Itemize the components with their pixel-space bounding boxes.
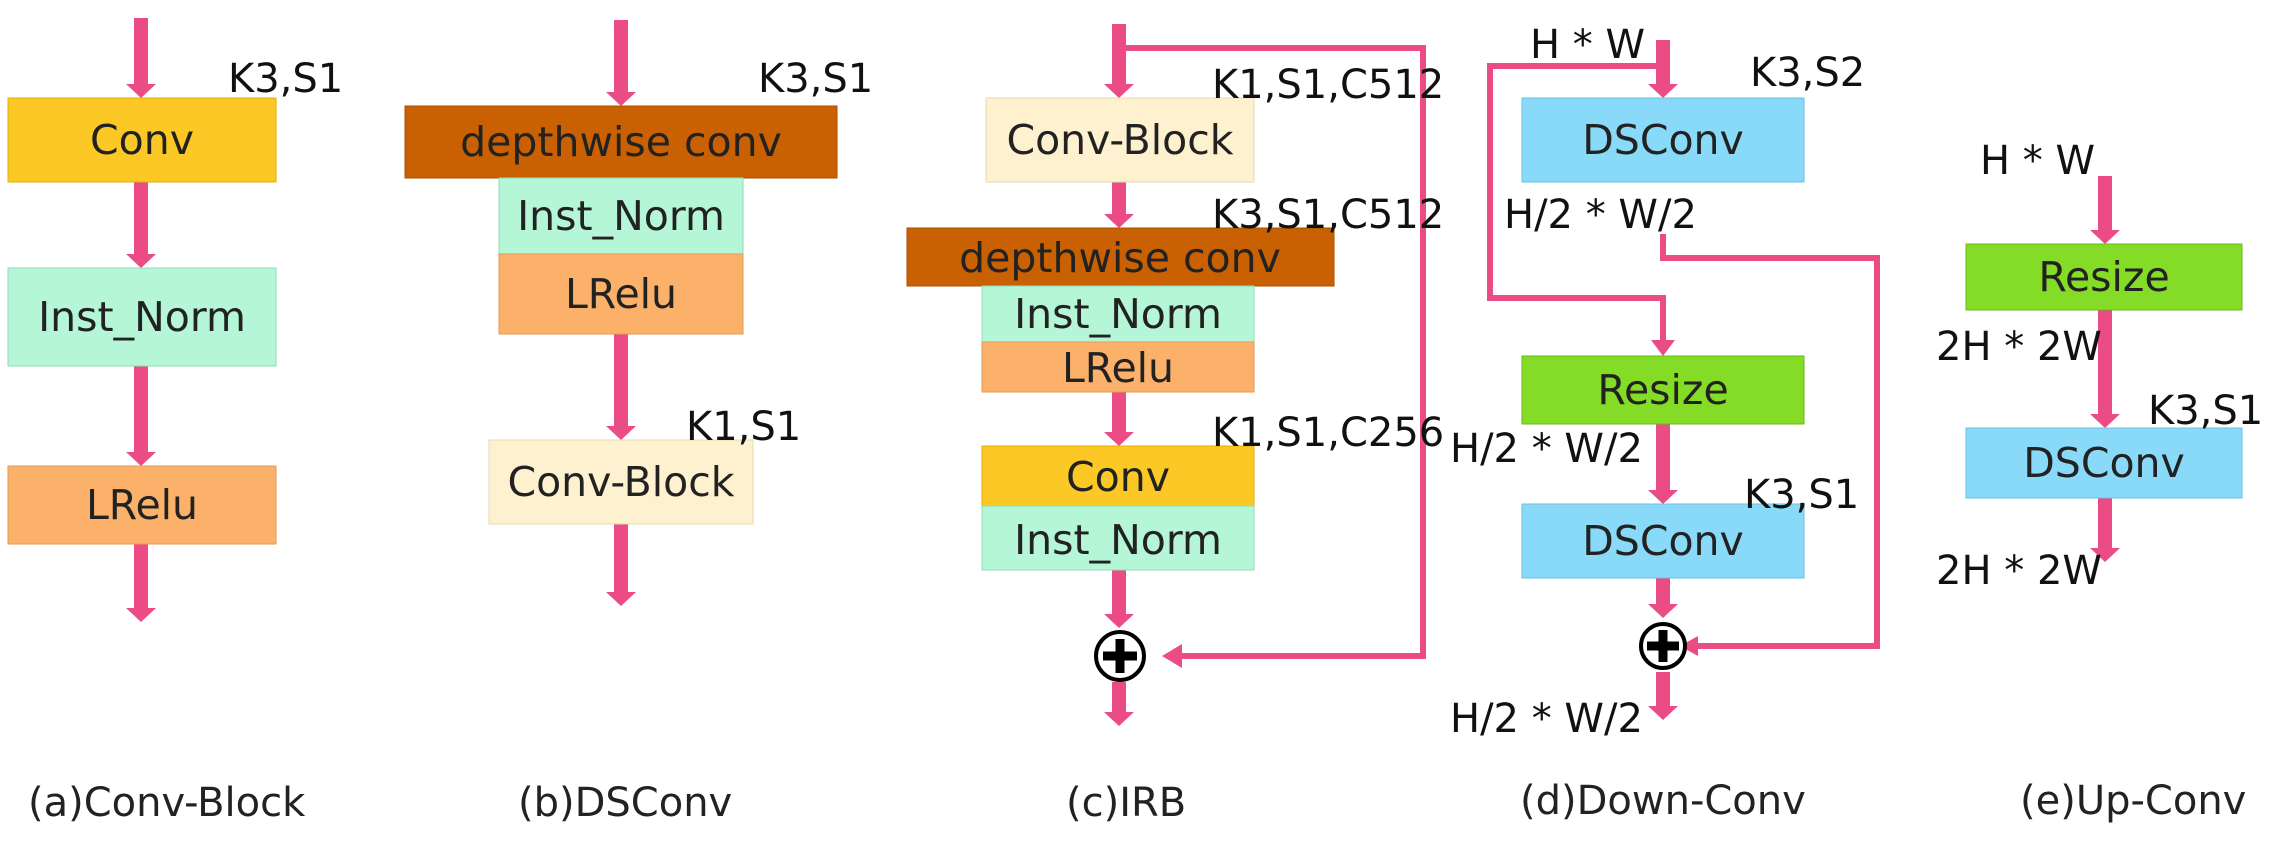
conv-block: Conv (7, 97, 277, 183)
svg-text:DSConv: DSConv (1582, 116, 1744, 164)
panel-a-conv-block: Conv Inst_Norm LRelu K3,S1 (a)Conv-Block (7, 18, 343, 826)
dimension-label: H * W (1980, 138, 2095, 184)
arrow-icon (1162, 644, 1182, 668)
arrow-icon (2090, 310, 2120, 428)
arrow-icon (1680, 636, 1698, 656)
depthwise-conv-block: depthwise conv (906, 227, 1335, 287)
branch-line (1487, 63, 1666, 344)
depthwise-conv-block: depthwise conv (404, 105, 838, 179)
inst-norm-block: Inst_Norm (498, 177, 744, 255)
arrow-icon (606, 524, 636, 606)
panel-d-down-conv: DSConv Resize DSConv H * W H/2 * W/2 H/2… (1450, 22, 1880, 824)
svg-text:Resize: Resize (2038, 253, 2169, 301)
arrow-icon (1104, 570, 1134, 628)
svg-text:Inst_Norm: Inst_Norm (1014, 290, 1222, 338)
arrow-icon (1648, 40, 1678, 98)
lrelu-block: LRelu (498, 253, 744, 335)
skip-connection-line (1125, 45, 1426, 659)
panel-caption: (b)DSConv (518, 780, 732, 826)
circled-plus-icon (1639, 622, 1687, 670)
param-label: K3,S2 (1750, 50, 1865, 96)
param-label: K1,S1 (686, 404, 801, 450)
arrow-icon (1648, 672, 1678, 720)
dsconv-block: DSConv (1521, 503, 1805, 579)
resize-block: Resize (1965, 243, 2243, 311)
param-label: K3,S1 (1744, 472, 1859, 518)
circled-plus-icon (1094, 630, 1146, 682)
svg-text:Inst_Norm: Inst_Norm (38, 293, 246, 341)
svg-text:Conv-Block: Conv-Block (1006, 116, 1233, 164)
arrow-icon (1104, 682, 1134, 726)
svg-text:LRelu: LRelu (86, 481, 198, 529)
inst-norm-block: Inst_Norm (981, 285, 1255, 343)
dsconv-block: DSConv (1521, 97, 1805, 183)
lrelu-block: LRelu (981, 341, 1255, 393)
svg-text:Inst_Norm: Inst_Norm (517, 192, 725, 240)
param-label: K3,S1 (228, 56, 343, 102)
svg-text:Resize: Resize (1597, 366, 1728, 414)
svg-text:Conv: Conv (1066, 453, 1170, 501)
resize-block: Resize (1521, 355, 1805, 425)
conv-block-block: Conv-Block (985, 97, 1255, 183)
arrow-icon (2090, 176, 2120, 244)
param-label: K3,S1,C512 (1212, 192, 1444, 238)
dimension-label: H * W (1530, 22, 1645, 68)
svg-text:DSConv: DSConv (2023, 439, 2185, 487)
svg-text:Inst_Norm: Inst_Norm (1014, 516, 1222, 564)
arrow-icon (1104, 182, 1134, 228)
panel-b-dsconv: depthwise conv Inst_Norm LRelu Conv-Bloc… (404, 20, 873, 826)
param-label: K1,S1,C512 (1212, 62, 1444, 108)
inst-norm-block: Inst_Norm (981, 505, 1255, 571)
arrow-icon (606, 334, 636, 440)
param-label: K3,S1 (2148, 388, 2263, 434)
svg-text:LRelu: LRelu (1062, 344, 1174, 392)
dimension-label: H/2 * W/2 (1450, 696, 1643, 742)
conv-block: Conv (981, 445, 1255, 507)
param-label: K1,S1,C256 (1212, 410, 1444, 456)
arrow-icon (1651, 340, 1675, 356)
conv-block-block: Conv-Block (488, 439, 754, 525)
arrow-icon (126, 182, 156, 268)
arrow-icon (126, 544, 156, 622)
arrow-icon (2090, 498, 2120, 562)
inst-norm-block: Inst_Norm (7, 267, 277, 367)
lrelu-block: LRelu (7, 465, 277, 545)
arrow-icon (126, 18, 156, 98)
arrow-icon (126, 366, 156, 466)
arrow-icon (1648, 578, 1678, 618)
svg-text:Conv: Conv (90, 116, 194, 164)
panel-caption: (e)Up-Conv (2020, 778, 2246, 824)
skip-connection-line (1660, 234, 1880, 649)
svg-text:LRelu: LRelu (565, 270, 677, 318)
panel-c-irb: Conv-Block depthwise conv Inst_Norm LRel… (906, 24, 1444, 826)
dimension-label: H/2 * W/2 (1504, 192, 1697, 238)
panel-caption: (d)Down-Conv (1520, 778, 1806, 824)
svg-text:DSConv: DSConv (1582, 517, 1744, 565)
svg-text:depthwise conv: depthwise conv (460, 118, 782, 166)
panel-e-up-conv: Resize DSConv H * W 2H * 2W 2H * 2W K3,S… (1936, 138, 2263, 824)
panel-caption: (a)Conv-Block (28, 780, 306, 826)
dimension-label: 2H * 2W (1936, 324, 2102, 370)
dimension-label: H/2 * W/2 (1450, 426, 1643, 472)
arrow-icon (1104, 24, 1134, 98)
arrow-icon (1104, 392, 1134, 446)
panel-caption: (c)IRB (1066, 780, 1186, 826)
svg-text:depthwise conv: depthwise conv (959, 234, 1281, 282)
param-label: K3,S1 (758, 56, 873, 102)
svg-text:Conv-Block: Conv-Block (507, 458, 734, 506)
arrow-icon (606, 20, 636, 106)
arrow-icon (1648, 424, 1678, 504)
dimension-label: 2H * 2W (1936, 548, 2102, 594)
dsconv-block: DSConv (1965, 427, 2243, 499)
